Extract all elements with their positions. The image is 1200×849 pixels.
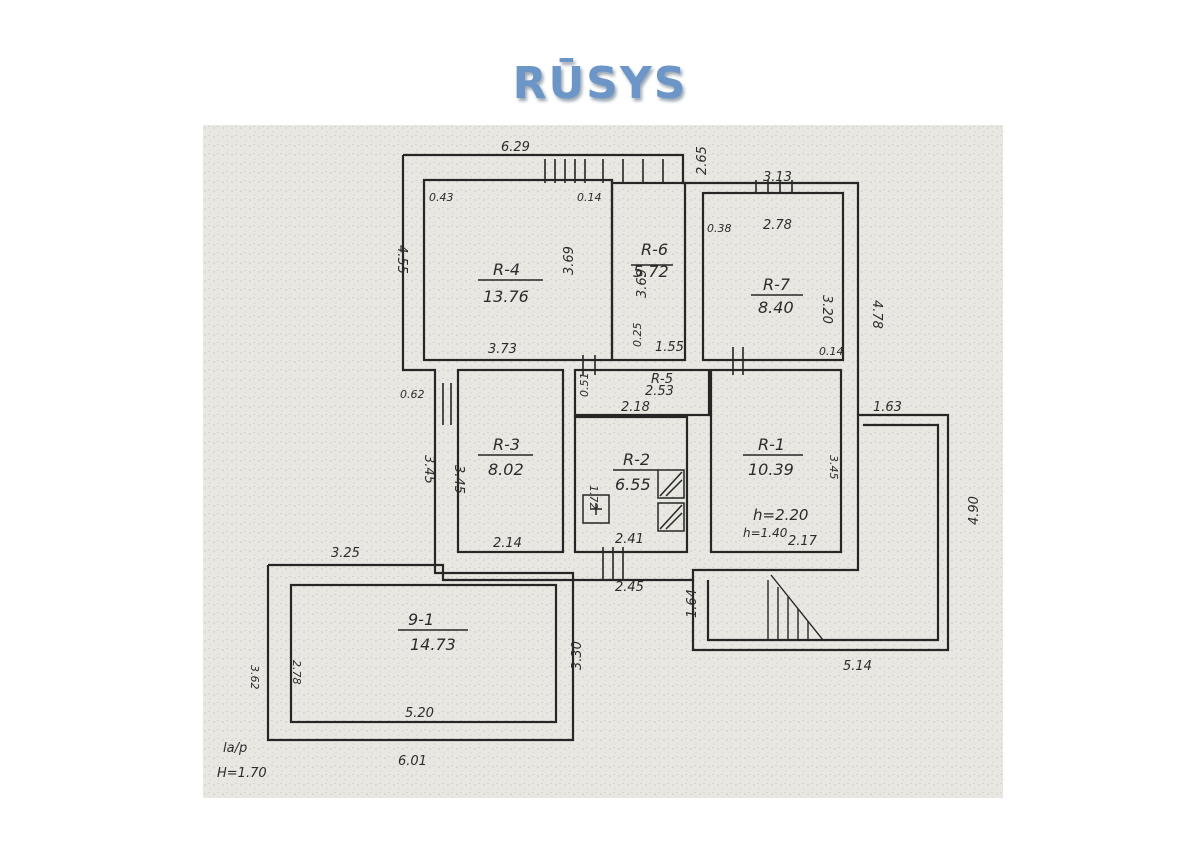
dim-r4-height: 3.69 — [562, 246, 577, 275]
dim-r3-width: 2.14 — [493, 536, 522, 551]
room-area-cellar: 14.73 — [410, 635, 456, 654]
dim-cellar-height: 3.30 — [570, 641, 585, 670]
dim-cellar-top: 3.25 — [331, 546, 360, 561]
room-name-r7: R-7 — [763, 275, 791, 294]
dim-r4-right-corner: 0.14 — [577, 191, 602, 204]
dim-r1-width: 2.17 — [788, 534, 818, 549]
walls — [266, 153, 950, 742]
room-area-r2: 6.55 — [615, 475, 651, 494]
room-name-r4: R-4 — [493, 260, 520, 279]
dim-r2-width-top: 2.18 — [621, 400, 650, 415]
vent-fixture-2 — [657, 502, 685, 532]
dim-left-outer: 4.55 — [394, 245, 409, 274]
dim-right-outer: 4.78 — [869, 300, 884, 329]
room-name-r1: R-1 — [758, 435, 785, 454]
dim-stair-height: 1.64 — [685, 589, 700, 618]
fixtures — [582, 469, 685, 532]
room-name-r2: R-2 — [623, 450, 650, 469]
room-area-r4: 13.76 — [483, 287, 529, 306]
dim-annex-top: 1.63 — [873, 400, 902, 415]
room-area-r1: 10.39 — [748, 460, 794, 479]
door-marks — [442, 159, 793, 580]
note-top: la/p — [223, 741, 247, 756]
dim-r6-height: 3.69 — [635, 269, 650, 298]
dim-corridor-width: 2.45 — [615, 580, 644, 595]
room-r6-wall — [610, 181, 687, 362]
dim-r3-height: 3.45 — [451, 465, 466, 494]
cellar-inner-wall — [289, 583, 558, 724]
annex-outer-wall — [691, 413, 950, 652]
annex-inner-wall — [706, 423, 940, 642]
dim-cellar-inner-left: 2.78 — [290, 660, 303, 685]
dim-cellar-left: 3.62 — [248, 665, 261, 690]
dim-r4-width: 3.73 — [488, 342, 517, 357]
room-area-r7: 8.40 — [758, 298, 794, 317]
paper-texture — [203, 125, 1003, 798]
room-r2-wall — [573, 415, 689, 554]
dim-top-right: 3.13 — [763, 170, 792, 185]
dim-r1-height: 3.45 — [827, 455, 840, 480]
dim-annex-height: 4.90 — [967, 496, 982, 525]
label-underlines — [398, 264, 803, 631]
dim-r3-outer: 3.45 — [421, 455, 436, 484]
dim-r7-bottom: 0.14 — [819, 345, 844, 358]
stairs — [767, 574, 824, 641]
dim-r7-corner: 0.38 — [707, 222, 732, 235]
sink-fixture — [582, 494, 610, 524]
dim-r6-corner: 0.25 — [631, 323, 644, 348]
dim-annex-bottom: 5.14 — [843, 659, 872, 674]
room-name-r3: R-3 — [493, 435, 520, 454]
page-title: RŪSYS — [512, 58, 688, 109]
dim-r6-width: 1.55 — [655, 340, 684, 355]
cellar-outer-wall — [266, 563, 575, 742]
dim-r4-corner: 0.43 — [429, 191, 454, 204]
room-area-r6: 5.72 — [633, 262, 669, 281]
dim-top-mid: 2.65 — [695, 146, 710, 175]
dim-r7-height: 3.20 — [819, 295, 834, 324]
room-name-r6: R-6 — [641, 240, 668, 259]
room-name-r5: R-5 — [651, 372, 673, 387]
dim-r5-width: 2.53 — [645, 384, 674, 399]
dim-r7-width: 2.78 — [763, 218, 792, 233]
dim-r2-height: 1.72 — [587, 485, 600, 510]
room-r3-wall — [456, 368, 565, 554]
dim-r1-h2: h=1.40 — [743, 526, 788, 540]
dim-r1-h: h=2.20 — [753, 506, 808, 524]
dim-r2-width-bottom: 2.41 — [615, 532, 644, 547]
room-name-cellar: 9-1 — [408, 610, 434, 629]
dim-cellar-inner-width: 5.20 — [405, 706, 434, 721]
room-r1-wall — [709, 368, 843, 554]
dim-cellar-outer-width: 6.01 — [398, 754, 427, 769]
floor-plan-drawing: R-4 R-6 R-7 R-3 R-2 R-1 R-5 9-1 13.76 5.… — [203, 125, 1003, 798]
room-area-r3: 8.02 — [488, 460, 524, 479]
dim-left-step: 0.62 — [400, 388, 425, 401]
floor-plan: R-4 R-6 R-7 R-3 R-2 R-1 R-5 9-1 13.76 5.… — [203, 125, 1003, 798]
dim-r5-height: 0.51 — [578, 373, 591, 398]
room-r5-wall — [573, 368, 711, 417]
note-h: H=1.70 — [217, 766, 267, 781]
dim-top-left: 6.29 — [501, 140, 530, 155]
vent-fixture-1 — [657, 469, 685, 499]
room-r7-wall — [701, 191, 845, 362]
